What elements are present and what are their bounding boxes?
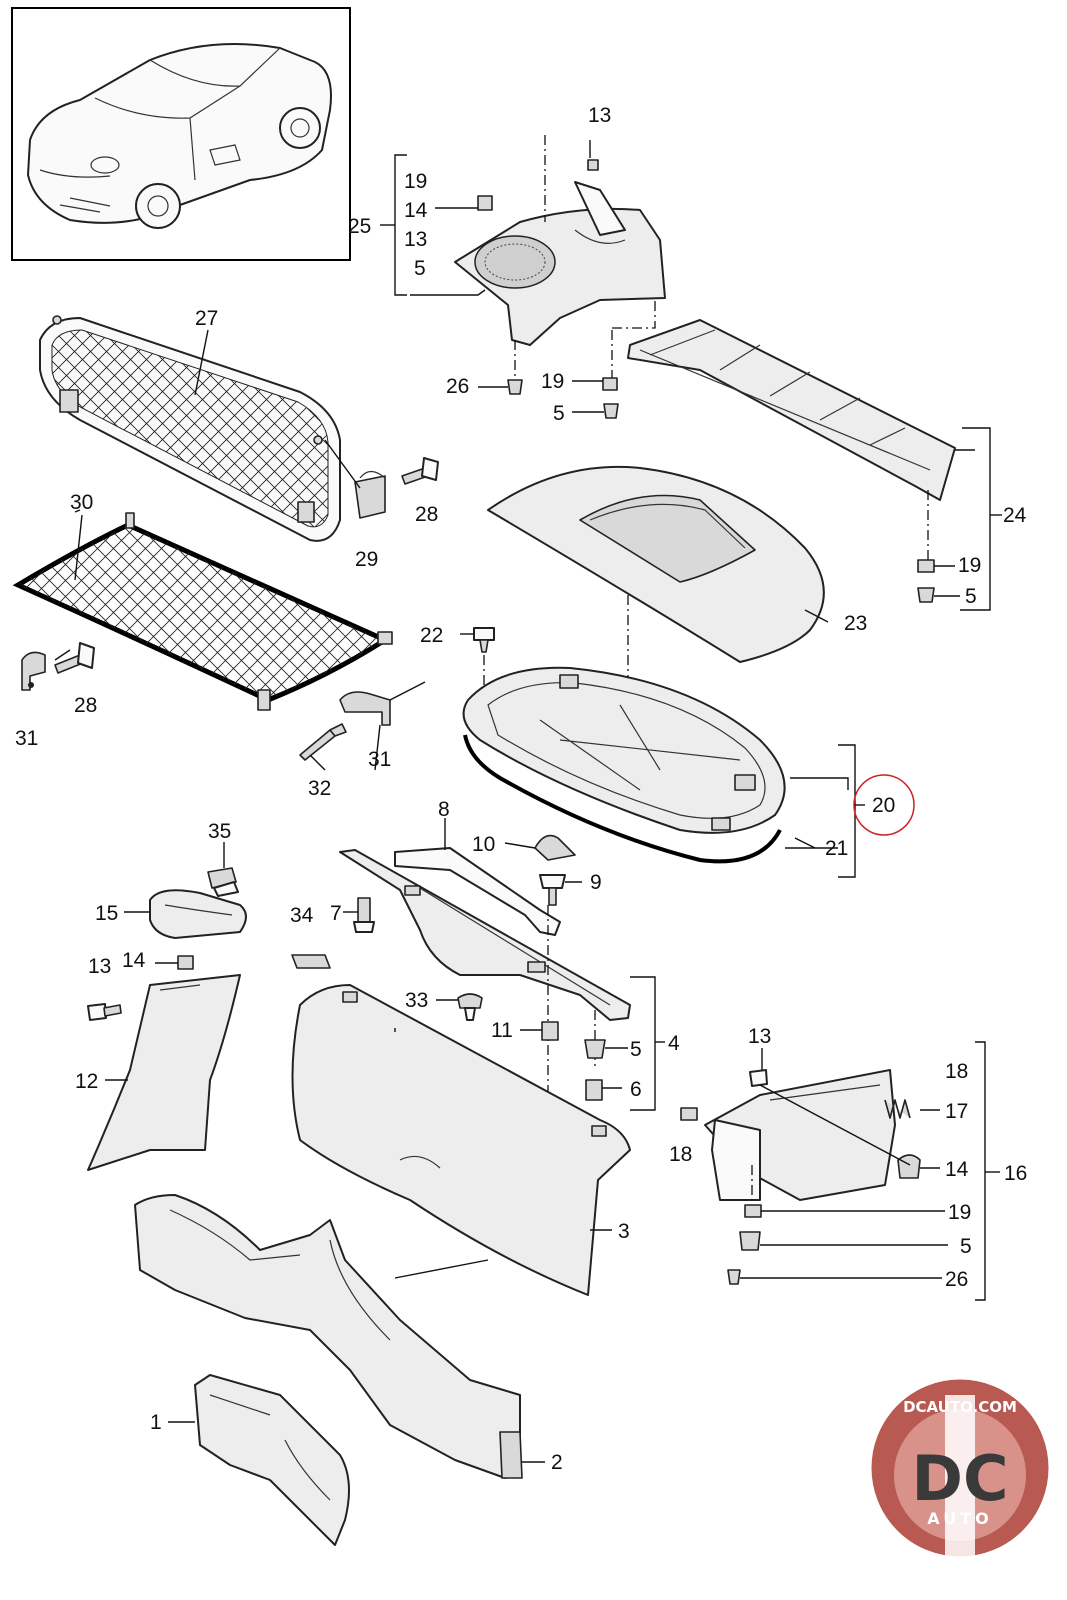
label-24: 24: [1003, 504, 1027, 527]
label-17: 17: [945, 1100, 968, 1123]
label-12: 12: [75, 1070, 98, 1093]
part-13-bolt-b: [87, 1003, 122, 1021]
label-6: 6: [630, 1078, 642, 1101]
label-5: 5: [553, 402, 565, 425]
label-19: 19: [541, 370, 564, 393]
label-19: 19: [958, 554, 981, 577]
part-7-clip: [343, 897, 375, 933]
label-22: 22: [420, 624, 443, 647]
part-22-screw: [460, 627, 495, 700]
bracket-24: [917, 427, 1002, 611]
label-27: 27: [195, 307, 218, 330]
label-31: 31: [368, 748, 391, 771]
label-14: 14: [945, 1158, 969, 1181]
part-11-spacer: [520, 1021, 559, 1041]
label-13: 13: [88, 955, 111, 978]
part-21-seal: [463, 734, 782, 864]
label-28: 28: [74, 694, 97, 717]
dcauto-logo: DCAUTO.COM DC AUTO: [868, 1376, 1052, 1560]
part-2-floor-panel: [134, 1194, 545, 1479]
part-28-bolt-b: [54, 642, 95, 674]
label-14: 14: [122, 949, 146, 972]
label-26: 26: [945, 1268, 968, 1291]
dashes-25: [514, 135, 656, 378]
label-4: 4: [668, 1032, 680, 1055]
bracket-25: [380, 154, 486, 296]
label-13: 13: [748, 1025, 771, 1048]
label-31: 31: [15, 727, 38, 750]
part-34-pad: [291, 954, 331, 969]
label-23: 23: [844, 612, 867, 635]
logo-sub-text: AUTO: [927, 1509, 992, 1528]
label-10: 10: [472, 833, 495, 856]
clips-16: [727, 1109, 948, 1285]
part-20-lid: [462, 666, 786, 834]
label-5: 5: [414, 257, 426, 280]
part-33-clip: [436, 993, 483, 1021]
label-5: 5: [965, 585, 977, 608]
label-13: 13: [404, 228, 427, 251]
logo-top-text: DCAUTO.COM: [903, 1398, 1017, 1416]
part-29-bracket: [354, 470, 386, 519]
part-18-clip: [680, 1107, 698, 1121]
label-8: 8: [438, 798, 450, 821]
part-14-clip-b: [155, 955, 194, 970]
part-10-pad: [504, 834, 576, 861]
callout-labels: 13 19 14 13 5 25 27 26 19 5 30 28 29 24 …: [15, 104, 1027, 1474]
leader-lines: [54, 329, 829, 1279]
part-12-pillar-trim: [87, 974, 241, 1171]
part-31-hook-b: [339, 681, 426, 726]
part-5-clip-d: [584, 1039, 628, 1059]
label-14: 14: [404, 199, 428, 222]
label-29: 29: [355, 548, 378, 571]
label-20: 20: [872, 794, 895, 817]
highlight-circle: [853, 774, 915, 836]
part-3-rear-panel: [291, 984, 631, 1296]
part-1-trim: [168, 1374, 350, 1546]
label-33: 33: [405, 989, 428, 1012]
label-35: 35: [208, 820, 231, 843]
label-34: 34: [290, 904, 314, 927]
label-1: 1: [150, 1411, 162, 1434]
label-19: 19: [404, 170, 427, 193]
label-15: 15: [95, 902, 118, 925]
clips-25: [478, 140, 619, 419]
car-thumbnail: [11, 7, 351, 261]
part-15-cover: [124, 889, 247, 939]
label-7: 7: [330, 902, 342, 925]
label-5: 5: [630, 1038, 642, 1061]
label-19: 19: [948, 1201, 971, 1224]
label-11: 11: [491, 1019, 513, 1042]
label-21: 21: [825, 837, 848, 860]
label-18: 18: [945, 1060, 968, 1083]
part-24-trim-strip: [627, 319, 956, 501]
part-9-screw: [539, 874, 582, 906]
part-27-net-frame: [39, 315, 341, 542]
label-16: 16: [1004, 1162, 1027, 1185]
label-26: 26: [446, 375, 469, 398]
label-13: 13: [588, 104, 611, 127]
part-23-trunk-cover: [487, 465, 825, 663]
label-2: 2: [551, 1451, 563, 1474]
part-6-sleeve: [585, 1079, 622, 1101]
part-32-pin: [299, 723, 347, 761]
label-25: 25: [348, 215, 371, 238]
label-30: 30: [70, 491, 93, 514]
logo-main-text: DC: [912, 1442, 1009, 1515]
part-13-bolt-c: [749, 1048, 911, 1166]
bracket-16: [975, 1041, 1000, 1301]
label-9: 9: [590, 871, 602, 894]
part-4-panel: [339, 849, 631, 1021]
label-32: 32: [308, 777, 331, 800]
part-35-clip: [207, 842, 239, 897]
label-18: 18: [669, 1143, 692, 1166]
part-28-bolt-a: [401, 457, 439, 485]
label-3: 3: [618, 1220, 630, 1243]
label-28: 28: [415, 503, 438, 526]
part-31-hook-a: [21, 651, 46, 691]
label-5: 5: [960, 1235, 972, 1258]
part-16-tray: [704, 1069, 921, 1201]
part-25-upper-trim: [454, 159, 666, 346]
